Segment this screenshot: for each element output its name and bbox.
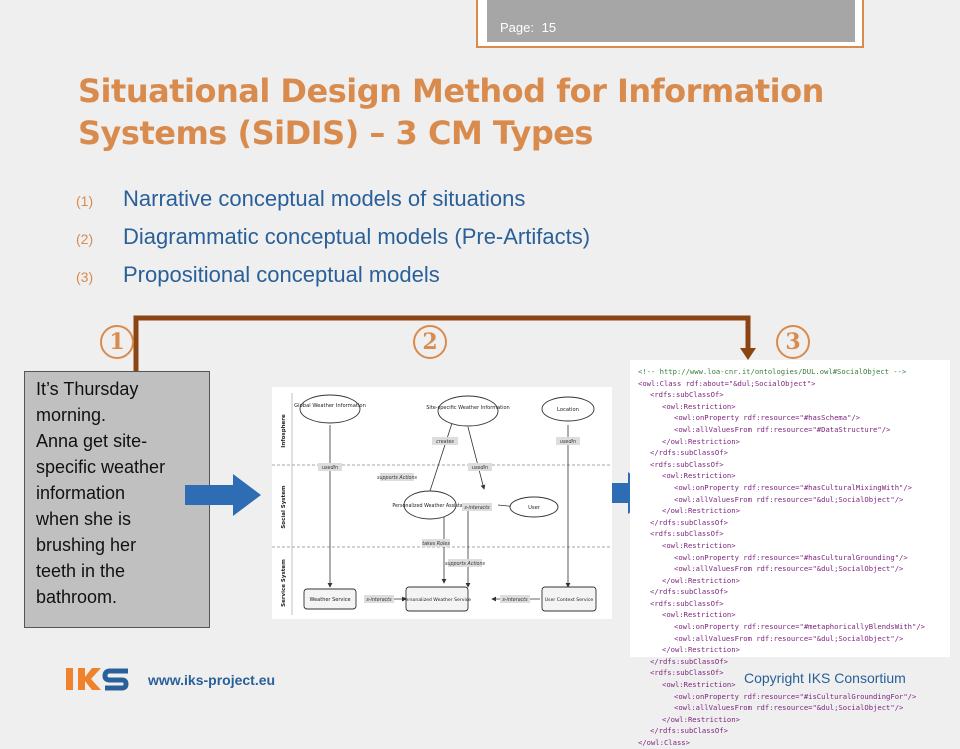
diagram-node: Personalized Weather Assistant [392,490,468,520]
marker-2: 2 [413,325,447,359]
list-item: (3) Propositional conceptual models [76,262,836,300]
diagram-node: Global Weather Information [294,394,366,424]
narrative-text: It’s Thursday morning. Anna get site- sp… [36,379,166,607]
narrative-model-box: It’s Thursday morning. Anna get site- sp… [24,371,210,628]
code-line: <owl:onProperty rdf:resource="#hasSchema… [674,413,861,423]
list-number: (3) [76,269,94,285]
code-line: <owl:onProperty rdf:resource="#isCultura… [674,691,917,701]
copyright-text: Copyright IKS Consortium [744,670,906,686]
page-tab [476,0,864,48]
label-creates: creates [436,439,454,445]
diagram-node: Personalized Weather Service [403,586,471,612]
node-site-weather: Site-specific Weather Information [426,405,509,411]
code-line: </rdfs:subClassOf> [650,587,728,597]
list-text: Narrative conceptual models of situation… [123,186,526,211]
code-line: <rdfs:subClassOf> [650,459,724,469]
list-text: Diagrammatic conceptual models (Pre-Arti… [123,224,591,249]
footer-url[interactable]: www.iks-project.eu [148,672,276,688]
page-label-text: Page: [500,20,534,35]
elbow-connector-arrow-icon [133,315,756,371]
marker-3: 3 [776,325,810,359]
diagram-node: User [509,496,559,518]
code-line: </rdfs:subClassOf> [650,517,728,527]
diagram-node: Site-specific Weather Information [426,395,510,427]
list-number: (1) [76,193,94,209]
node-weather-service: Weather Service [309,597,350,603]
owl-code-panel: <!-- http://www.loa-cnr.it/ontologies/DU… [630,360,950,747]
code-line: <owl:onProperty rdf:resource="#hasCultur… [674,552,908,562]
code-line: <owl:onProperty rdf:resource="#hasCultur… [674,482,912,492]
code-line: </owl:Restriction> [662,714,740,724]
page-number: 15 [541,20,557,35]
diagram-canvas: Global Weather Information Site-specific… [272,393,612,615]
code-line: </owl:Restriction> [662,436,740,446]
code-line: <owl:allValuesFrom rdf:resource="&dul;So… [674,703,904,713]
slide-title: Situational Design Method for Informatio… [78,72,824,152]
label-usedin: usedIn [560,439,576,445]
page-tab-fill [487,0,855,42]
lane-infosphere: Infosphere [281,414,287,448]
code-line: <owl:Restriction> [662,540,736,550]
code-line: <owl:Restriction> [662,680,736,690]
label-interacts: s-interacts [366,597,392,603]
node-assistant: Personalized Weather Assistant [392,503,467,509]
code-lines: <!-- http://www.loa-cnr.it/ontologies/DU… [630,360,950,749]
code-line: <owl:Restriction> [662,610,736,620]
diagram-node: Location [541,396,595,422]
code-line: <owl:onProperty rdf:resource="#metaphori… [674,622,925,632]
cm-type-list: (1) Narrative conceptual models of situa… [76,186,836,300]
label-supports-actions: supports Actions [445,561,486,567]
code-line: <owl:Restriction> [662,471,736,481]
code-line: </owl:Restriction> [662,645,740,655]
code-line: <owl:allValuesFrom rdf:resource="#DataSt… [674,424,891,434]
code-line: </rdfs:subClassOf> [650,656,728,666]
code-line: </rdfs:subClassOf> [650,726,728,736]
code-line: <rdfs:subClassOf> [650,529,724,539]
lane-service-system: Service System [281,559,287,607]
code-line: </owl:Restriction> [662,575,740,585]
code-line: <rdfs:subClassOf> [650,668,724,678]
label-interacts: s-interacts [502,597,528,603]
label-interacts: s-interacts [464,505,490,511]
node-global-weather: Global Weather Information [294,403,366,409]
node-location: Location [557,407,579,413]
page-number-label: Page: 15 [500,20,556,35]
code-line: <owl:allValuesFrom rdf:resource="&dul;So… [674,564,904,574]
lane-social-system: Social System [281,485,287,529]
node-personalized-service: Personalized Weather Service [403,597,471,603]
code-line: </rdfs:subClassOf> [650,448,728,458]
list-item: (2) Diagrammatic conceptual models (Pre-… [76,224,836,262]
list-text: Propositional conceptual models [123,262,440,287]
label-takes-roles: takes Roles [422,541,450,547]
label-usedin: usedIn [322,465,338,471]
code-line: <owl:Restriction> [662,401,736,411]
label-usedin: usedIn [472,465,488,471]
list-number: (2) [76,231,94,247]
list-item: (1) Narrative conceptual models of situa… [76,186,836,224]
code-line: <owl:allValuesFrom rdf:resource="&dul;So… [674,633,904,643]
code-line: </owl:Class> [638,738,690,747]
diagram-node: Weather Service [303,588,357,610]
code-line: <owl:Class rdf:about="&dul;SocialObject"… [638,378,816,388]
code-line: <rdfs:subClassOf> [650,390,724,400]
code-line: <rdfs:subClassOf> [650,598,724,608]
code-line: <!-- http://www.loa-cnr.it/ontologies/DU… [638,367,907,376]
node-user-context: User Context Service [545,597,594,603]
iks-logo [66,668,129,691]
label-supports-actions: supports Actions [377,475,418,481]
code-line: <owl:allValuesFrom rdf:resource="&dul;So… [674,494,904,504]
code-line: </owl:Restriction> [662,506,740,516]
diagram-panel: Global Weather Information Site-specific… [272,387,612,619]
right-arrow-icon [185,474,261,516]
node-user: User [528,505,541,511]
diagram-node: User Context Service [541,586,597,612]
marker-1: 1 [100,325,134,359]
